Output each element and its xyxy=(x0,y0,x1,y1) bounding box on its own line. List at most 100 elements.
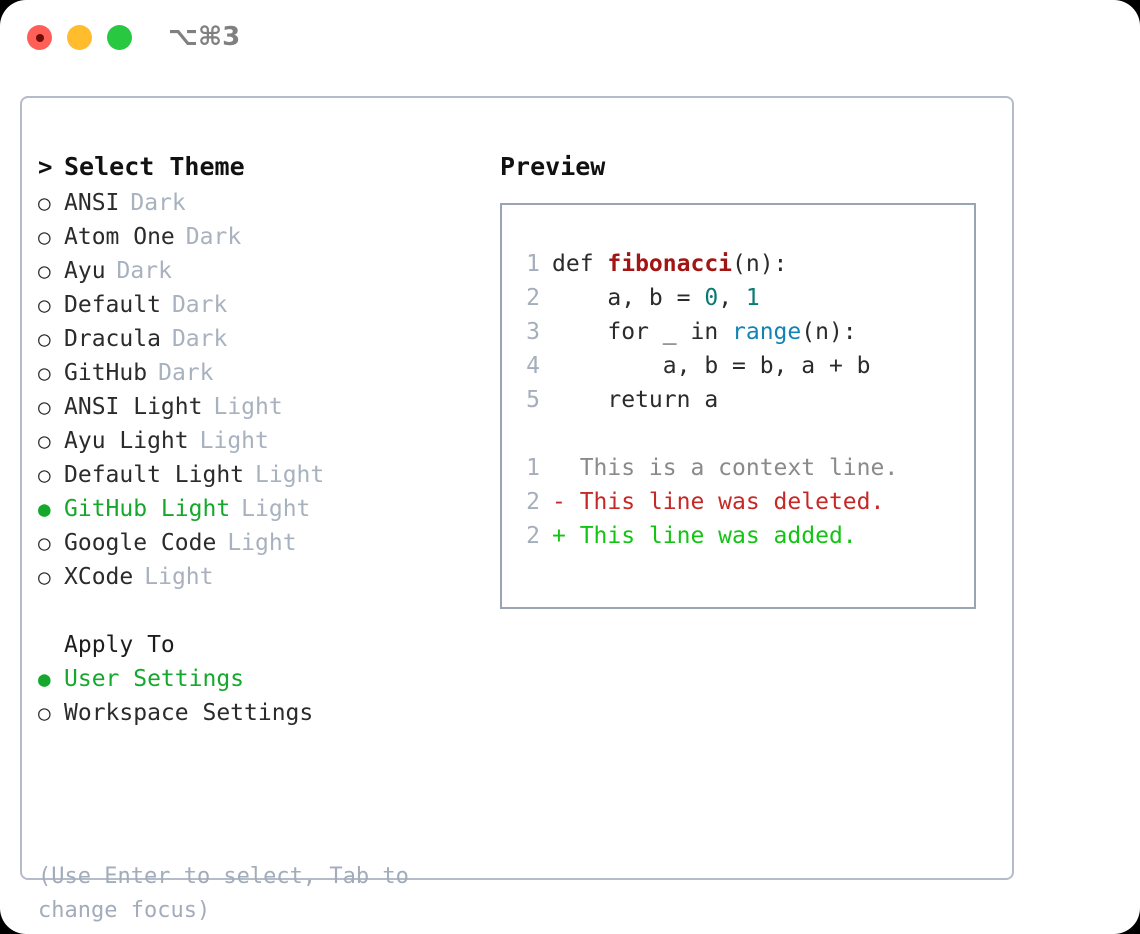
diff-line-text: This is a context line. xyxy=(552,455,899,481)
radio-unselected-icon: ○ xyxy=(38,191,51,215)
code-line-number: 1 xyxy=(526,251,540,277)
code-token-plain: a, b = b, a + b xyxy=(552,353,871,379)
theme-name: ANSI xyxy=(64,190,120,216)
theme-list-item[interactable]: ○ XCode Light xyxy=(38,560,478,594)
radio-unselected-icon: ○ xyxy=(38,531,51,555)
code-token-call: range xyxy=(732,319,802,345)
theme-list-item[interactable]: ○ Ayu Dark xyxy=(38,254,478,288)
code-line-text: for _ in range(n): xyxy=(552,315,857,349)
radio-unselected-icon: ○ xyxy=(38,701,51,725)
diff-line-text: - This line was deleted. xyxy=(552,489,885,515)
theme-list-item[interactable]: ○ Default Dark xyxy=(38,288,478,322)
theme-list-item[interactable]: ○ ANSI Light Light xyxy=(38,390,478,424)
code-line: 1 def fibonacci(n): xyxy=(514,247,968,281)
radio-unselected-icon: ○ xyxy=(38,565,51,589)
code-token-plain: a, b = xyxy=(552,285,705,311)
theme-variant-tag: Dark xyxy=(158,360,214,386)
code-token-num: 1 xyxy=(745,285,760,311)
code-line-number: 2 xyxy=(526,285,540,311)
apply-to-heading-label: Apply To xyxy=(64,632,175,658)
diff-line-number: 2 xyxy=(526,489,540,515)
theme-name: ANSI Light xyxy=(64,394,203,420)
maximize-button[interactable] xyxy=(107,25,132,50)
preview-title: Preview xyxy=(500,152,606,181)
radio-unselected-icon: ○ xyxy=(38,225,51,249)
theme-variant-tag: Dark xyxy=(116,258,172,284)
theme-list-item[interactable]: ○ Atom One Dark xyxy=(38,220,478,254)
apply-to-option-label: Workspace Settings xyxy=(64,700,314,726)
code-line: 4 a, b = b, a + b xyxy=(514,349,968,383)
theme-name: Default Light xyxy=(64,462,245,488)
apply-to-option[interactable]: ○ Workspace Settings xyxy=(38,696,478,730)
radio-selected-icon: ● xyxy=(38,667,51,691)
theme-name: Google Code xyxy=(64,530,217,556)
radio-unselected-icon: ○ xyxy=(38,395,51,419)
radio-unselected-icon: ○ xyxy=(38,429,51,453)
code-line-text: def fibonacci(n): xyxy=(552,247,787,281)
close-button[interactable] xyxy=(27,25,52,50)
theme-list-item[interactable]: ○ Default Light Light xyxy=(38,458,478,492)
code-line-text: a, b = b, a + b xyxy=(552,349,871,383)
keyboard-hint: (Use Enter to select, Tab to change focu… xyxy=(38,864,409,923)
diff-line-number: 2 xyxy=(526,523,540,549)
prompt-caret-icon: > xyxy=(38,153,53,181)
theme-list-item[interactable]: ○ GitHub Dark xyxy=(38,356,478,390)
code-line-text: return a xyxy=(552,383,718,417)
theme-variant-tag: Light xyxy=(213,394,283,420)
diff-line: 2 - This line was deleted. xyxy=(514,485,968,519)
apply-to-spacer xyxy=(38,594,478,628)
code-token-plain: def xyxy=(552,251,608,277)
theme-variant-tag: Dark xyxy=(171,326,228,352)
theme-variant-tag: Light xyxy=(144,564,214,590)
radio-unselected-icon: ○ xyxy=(38,327,51,351)
code-token-plain: return a xyxy=(552,387,719,413)
theme-name: Default xyxy=(64,292,161,318)
theme-name: Atom One xyxy=(64,224,175,250)
theme-name: Dracula xyxy=(64,326,161,352)
theme-variant-tag: Light xyxy=(255,462,325,488)
diff-lines: 1 This is a context line. 2 - This line wa… xyxy=(514,451,968,553)
theme-variant-tag: Light xyxy=(199,428,269,454)
theme-list-item[interactable]: ○ Ayu Light Light xyxy=(38,424,478,458)
radio-unselected-icon: ○ xyxy=(38,361,51,385)
apply-to-heading: Apply To xyxy=(38,628,478,662)
code-line: 2 a, b = 0, 1 xyxy=(514,281,968,315)
radio-selected-icon: ● xyxy=(38,497,51,521)
code-token-plain: (n): xyxy=(732,251,788,277)
code-token-plain: for _ in xyxy=(552,319,733,345)
theme-variant-tag: Light xyxy=(241,496,311,522)
radio-unselected-icon: ○ xyxy=(38,259,51,283)
code-line-number: 4 xyxy=(526,353,540,379)
theme-name: Ayu xyxy=(64,258,106,284)
theme-variant-tag: Dark xyxy=(185,224,242,250)
theme-list-item[interactable]: ○ Dracula Dark xyxy=(38,322,478,356)
traffic-lights xyxy=(27,25,132,50)
code-token-plain: , xyxy=(718,285,746,311)
radio-unselected-icon: ○ xyxy=(38,463,51,487)
keyboard-shortcut-label: ⌥⌘3 xyxy=(168,22,241,52)
diff-line: 2+ This line was added. xyxy=(514,519,968,553)
diff-line: 1 This is a context line. xyxy=(514,451,968,485)
code-token-plain: (n): xyxy=(801,319,857,345)
theme-name: GitHub xyxy=(64,360,148,386)
minimize-button[interactable] xyxy=(67,25,92,50)
radio-unselected-icon: ○ xyxy=(38,293,51,317)
theme-name: GitHub Light xyxy=(64,496,231,522)
theme-name: Ayu Light xyxy=(64,428,189,454)
code-token-fn: fibonacci xyxy=(607,251,733,277)
code-line-number: 3 xyxy=(526,319,540,345)
theme-variant-tag: Dark xyxy=(171,292,228,318)
theme-name: XCode xyxy=(64,564,134,590)
code-diff-separator xyxy=(514,417,968,451)
theme-list-item[interactable]: ● GitHub Light Light xyxy=(38,492,478,526)
apply-to-option[interactable]: ●User Settings xyxy=(38,662,478,696)
